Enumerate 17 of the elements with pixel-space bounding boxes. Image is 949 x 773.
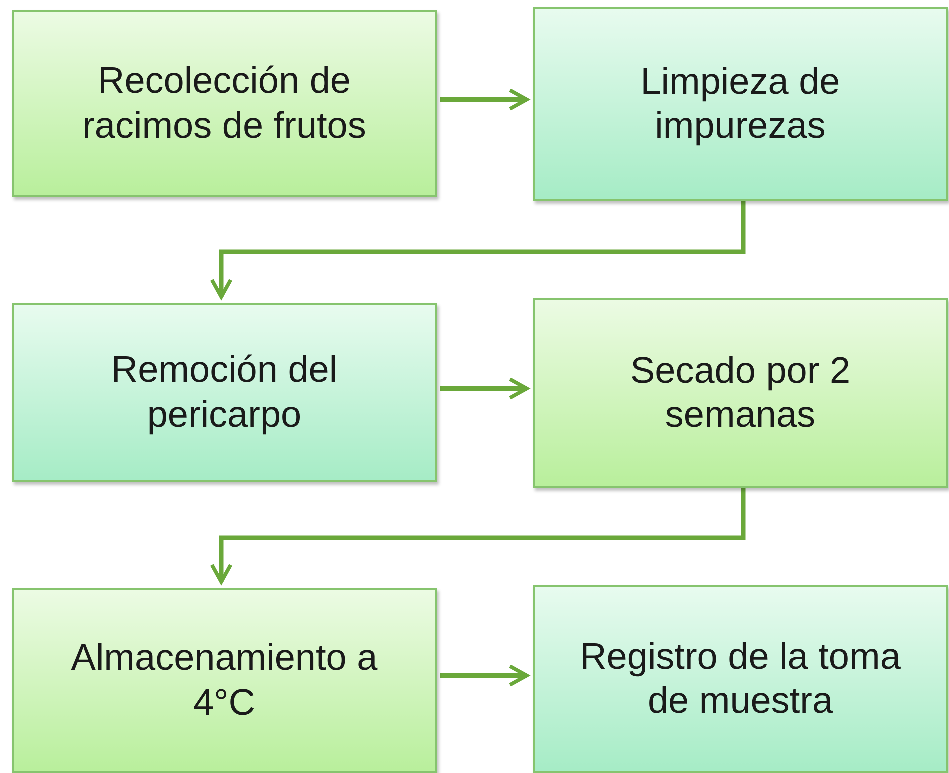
arrow: [440, 664, 529, 687]
process-box: [533, 298, 948, 488]
process-box: [12, 10, 437, 197]
step-label: Secado por 2 semanas: [629, 348, 852, 437]
step-label: Registro de la toma de muestra: [579, 634, 902, 723]
arrow: [440, 378, 529, 400]
arrow: [440, 88, 529, 111]
arrow: [210, 488, 746, 584]
arrow: [210, 201, 746, 299]
step-label: Almacenamiento a 4°C: [70, 636, 379, 724]
process-box: [12, 588, 437, 773]
step-label: Limpieza de impurezas: [640, 60, 842, 148]
process-box: [533, 585, 948, 773]
step-label: Recolección de racimos de frutos: [82, 59, 368, 148]
process-box: [533, 7, 948, 201]
step-label: Remoción del pericarpo: [110, 348, 339, 437]
process-box: [12, 303, 437, 482]
